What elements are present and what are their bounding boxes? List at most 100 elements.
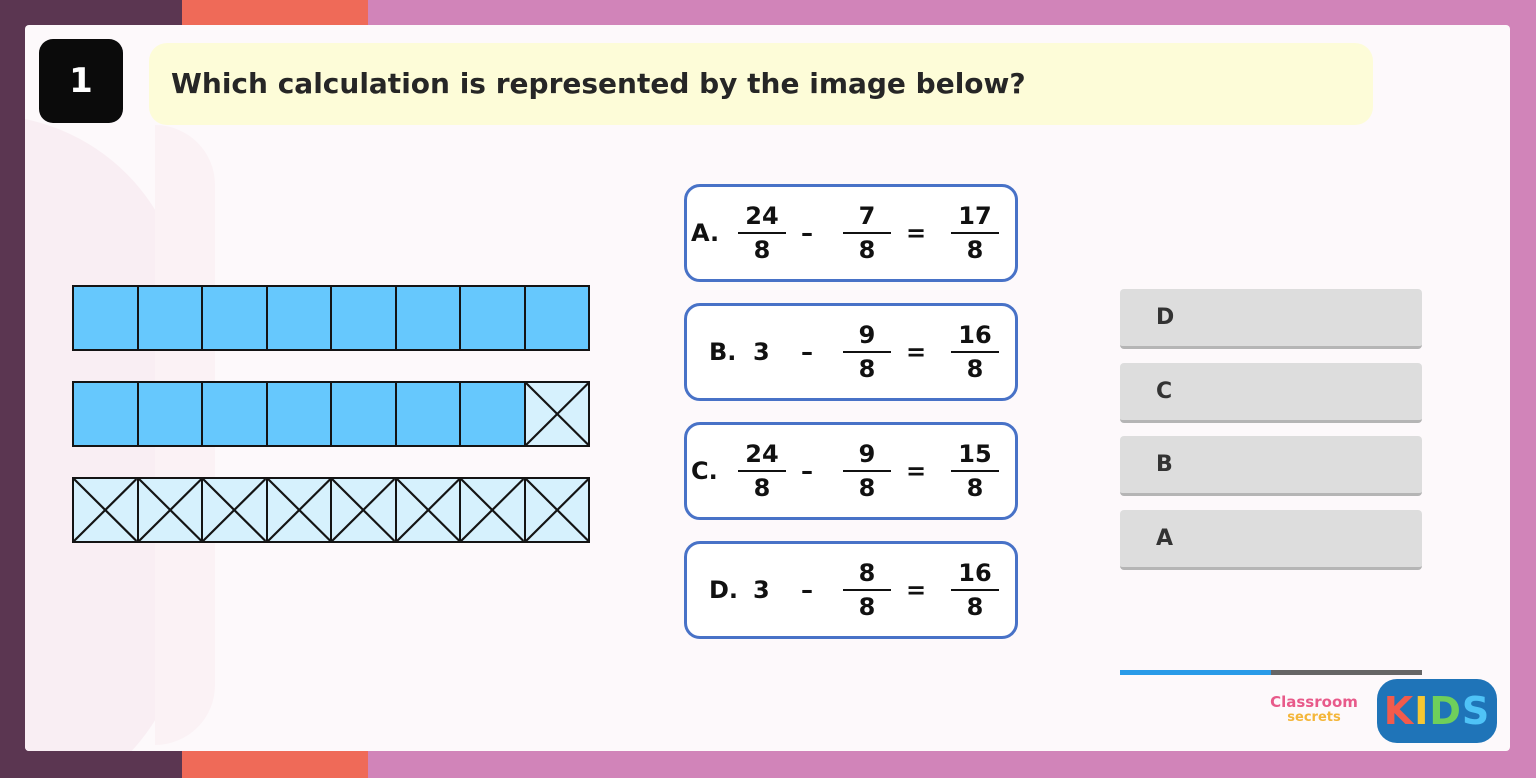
bar-model-row — [72, 381, 590, 447]
bar-cell-crossed — [461, 479, 526, 541]
option-letter: C. — [691, 457, 718, 485]
fraction-bar — [843, 589, 891, 591]
fraction-denominator: 8 — [753, 236, 771, 264]
fraction-numerator: 8 — [858, 559, 876, 587]
classroom-secrets-logo: Classroom secrets — [1262, 693, 1366, 733]
fraction-numerator: 24 — [745, 440, 779, 468]
bar-cell-shaded — [267, 287, 332, 349]
answer-label: A — [1156, 526, 1174, 551]
progress-fill — [1120, 670, 1271, 675]
option-letter: B. — [709, 338, 737, 366]
fraction-bar — [738, 470, 786, 472]
fraction-bar — [951, 589, 999, 591]
bar-cell-shaded — [74, 383, 139, 445]
answer-button-c[interactable]: C — [1120, 363, 1422, 423]
fraction-numerator: 15 — [958, 440, 992, 468]
fraction-numerator: 16 — [958, 559, 992, 587]
bar-cell-shaded — [138, 383, 203, 445]
fraction-numerator: 24 — [745, 202, 779, 230]
fraction-denominator: 8 — [858, 593, 876, 621]
question-bar: Which calculation is represented by the … — [149, 43, 1373, 125]
bar-cell-shaded — [461, 383, 526, 445]
fraction-denominator: 8 — [858, 474, 876, 502]
fraction-denominator: 8 — [966, 474, 984, 502]
logo-secrets-text: secrets — [1287, 710, 1341, 725]
fraction-numerator: 7 — [858, 202, 876, 230]
fraction-bar — [951, 232, 999, 234]
fraction-denominator: 8 — [966, 593, 984, 621]
kids-logo-k: K — [1383, 689, 1415, 733]
question-number: 1 — [39, 39, 123, 123]
answer-button-d[interactable]: D — [1120, 289, 1422, 349]
whole-number: 3 — [753, 338, 770, 366]
fraction-bar — [843, 351, 891, 353]
bar-cell-shaded — [332, 287, 397, 349]
answer-button-a[interactable]: A — [1120, 510, 1422, 570]
equals-sign: = — [906, 338, 927, 366]
minus-sign: – — [801, 457, 813, 485]
logo-classroom-text: Classroom — [1270, 693, 1358, 711]
fraction-denominator: 8 — [858, 355, 876, 383]
answer-label: C — [1156, 379, 1173, 404]
kids-logo-i: I — [1414, 689, 1430, 733]
kids-logo-s: S — [1461, 689, 1491, 733]
bar-cell-crossed — [203, 479, 268, 541]
answer-label: B — [1156, 452, 1173, 477]
kids-logo-d: D — [1429, 689, 1462, 733]
bar-cell-shaded — [332, 383, 397, 445]
fraction-denominator: 8 — [966, 236, 984, 264]
bar-cell-shaded — [203, 287, 268, 349]
progress-bar — [1120, 670, 1422, 675]
option-letter: D. — [709, 576, 739, 604]
bar-cell-crossed — [332, 479, 397, 541]
answer-label: D — [1156, 305, 1175, 330]
fraction-bar — [843, 470, 891, 472]
bar-model-row — [72, 477, 590, 543]
bar-cell-shaded — [203, 383, 268, 445]
bar-cell-crossed — [267, 479, 332, 541]
bar-cell-crossed — [74, 479, 139, 541]
bar-cell-shaded — [267, 383, 332, 445]
equals-sign: = — [906, 457, 927, 485]
fraction-bar — [951, 470, 999, 472]
whole-number: 3 — [753, 576, 770, 604]
bar-model-row — [72, 285, 590, 351]
fraction-numerator: 9 — [858, 440, 876, 468]
bar-cell-crossed — [525, 383, 588, 445]
fraction-denominator: 8 — [966, 355, 984, 383]
question-text: Which calculation is represented by the … — [171, 67, 1026, 100]
fraction-bar — [843, 232, 891, 234]
minus-sign: – — [801, 576, 813, 604]
question-panel: 1 Which calculation is represented by th… — [25, 25, 1510, 751]
fraction-numerator: 16 — [958, 321, 992, 349]
bar-cell-shaded — [525, 287, 588, 349]
bar-cell-shaded — [74, 287, 139, 349]
fraction-bar — [951, 351, 999, 353]
bar-cell-crossed — [396, 479, 461, 541]
bar-cell-crossed — [138, 479, 203, 541]
bar-cell-shaded — [138, 287, 203, 349]
fraction-numerator: 17 — [958, 202, 992, 230]
fraction-denominator: 8 — [858, 236, 876, 264]
equals-sign: = — [906, 219, 927, 247]
equals-sign: = — [906, 576, 927, 604]
fraction-numerator: 9 — [858, 321, 876, 349]
bar-cell-crossed — [525, 479, 588, 541]
minus-sign: – — [801, 219, 813, 247]
option-letter: A. — [691, 219, 720, 247]
answer-button-b[interactable]: B — [1120, 436, 1422, 496]
minus-sign: – — [801, 338, 813, 366]
fraction-denominator: 8 — [753, 474, 771, 502]
